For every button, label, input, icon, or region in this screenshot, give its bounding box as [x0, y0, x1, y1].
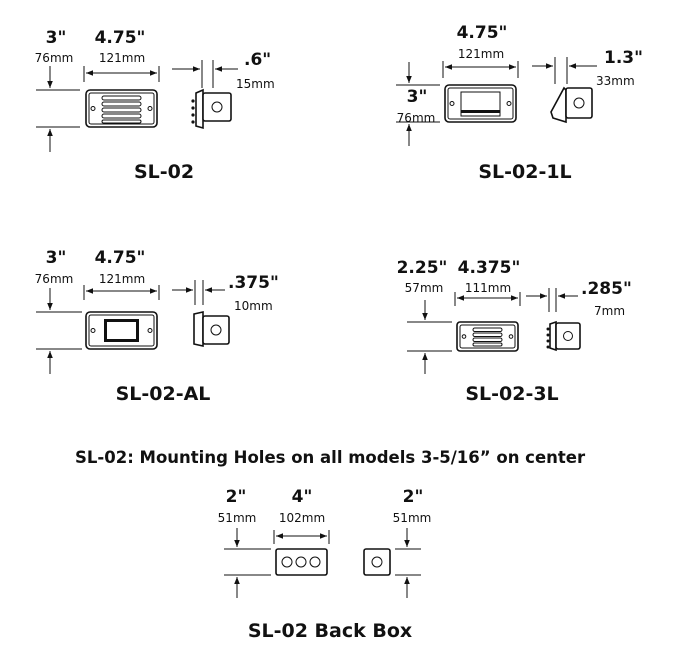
sl02-group: 3" 76mm 4.75" 121mm .6" 15mm: [35, 28, 275, 183]
sl023l-height-in: 2.25": [397, 258, 448, 278]
sl021l-side-view: [550, 86, 593, 124]
sl02-model-name: SL-02: [134, 161, 194, 183]
sl02-depth-mm: 15mm: [236, 77, 275, 91]
sl023l-depth-in: .285": [581, 279, 632, 299]
sl02-side-view: [191, 88, 232, 130]
sl021l-group: 4.75" 121mm 1.3" 33mm 3" 76mm: [396, 23, 643, 183]
sl023l-width-mm: 111mm: [465, 281, 511, 295]
sl023l-front-view: [456, 321, 519, 352]
sl021l-width-in: 4.75": [457, 23, 508, 43]
sl02al-group: 3" 76mm 4.75" 121mm .375" 10mm: [35, 248, 279, 405]
backbox-title: SL-02 Back Box: [248, 620, 412, 642]
sl02al-model-name: SL-02-AL: [116, 383, 211, 405]
backbox-side-view: [363, 548, 391, 576]
sl023l-group: 2.25" 57mm 4.375" 111mm .285" 7mm: [397, 258, 632, 405]
backbox-width-in: 4": [292, 487, 313, 507]
sl02al-depth-mm: 10mm: [234, 299, 273, 313]
sl021l-depth-mm: 33mm: [596, 74, 635, 88]
backbox-width-mm: 102mm: [279, 511, 325, 525]
backbox-height-in: 2": [226, 487, 247, 507]
sl02-front-view: [85, 89, 158, 128]
sl02al-front-view: [85, 311, 158, 350]
sl023l-height-mm: 57mm: [405, 281, 444, 295]
sl02-height-mm: 76mm: [35, 51, 74, 65]
sl021l-depth-in: 1.3": [604, 48, 643, 68]
backbox-front-view: [275, 548, 328, 576]
sl021l-model-name: SL-02-1L: [478, 161, 571, 183]
sl023l-depth-mm: 7mm: [594, 304, 625, 318]
sl02-height-in: 3": [46, 28, 67, 48]
sl02al-width-in: 4.75": [95, 248, 146, 268]
sl02-depth-in: .6": [244, 50, 271, 70]
backbox-group: 2" 51mm 4" 102mm 2" 51mm SL-02: [218, 487, 432, 642]
sl021l-height-in: 3": [407, 87, 428, 107]
sl02al-width-mm: 121mm: [99, 272, 145, 286]
backbox-side-in: 2": [403, 487, 424, 507]
sl02-width-in: 4.75": [95, 28, 146, 48]
sl02al-height-mm: 76mm: [35, 272, 74, 286]
sl023l-side-view: [546, 320, 581, 352]
sl02al-side-view: [193, 311, 230, 347]
sl021l-front-view: [444, 84, 517, 123]
sl02-width-mm: 121mm: [99, 51, 145, 65]
sl021l-width-mm: 121mm: [458, 47, 504, 61]
sl023l-width-in: 4.375": [458, 258, 521, 278]
backbox-side-mm: 51mm: [393, 511, 432, 525]
backbox-height-mm: 51mm: [218, 511, 257, 525]
sl023l-model-name: SL-02-3L: [465, 383, 558, 405]
sl02al-height-in: 3": [46, 248, 67, 268]
sl021l-height-mm: 76mm: [397, 111, 436, 125]
sl02al-depth-in: .375": [228, 273, 279, 293]
mounting-holes-note: SL-02: Mounting Holes on all models 3-5/…: [75, 448, 586, 467]
